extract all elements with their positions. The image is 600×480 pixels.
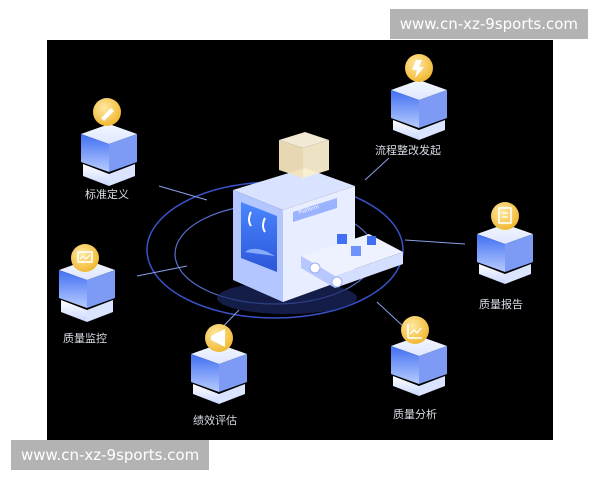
- node-label-quality-analysis: 质量分析: [393, 408, 437, 421]
- machine-screen-text: Platform: [298, 204, 320, 216]
- connectors: [136, 157, 466, 339]
- node-label-process-rectification: 流程整改发起: [375, 144, 441, 157]
- node-label-quality-monitoring: 质量监控: [63, 332, 107, 345]
- node-performance-evaluation: [191, 324, 247, 404]
- diagram-canvas: Platform: [59, 54, 533, 404]
- watermark-top: www.cn-xz-9sports.com: [389, 9, 588, 39]
- node-quality-monitoring: [59, 244, 115, 322]
- chart-icon: [401, 316, 429, 344]
- node-standard-definition: [81, 98, 137, 186]
- watermark-bottom: www.cn-xz-9sports.com: [11, 440, 210, 470]
- central-machine: Platform: [217, 132, 403, 314]
- document-icon: [491, 202, 519, 230]
- node-label-quality-report: 质量报告: [479, 298, 523, 311]
- diagram-panel: Platform: [47, 40, 553, 440]
- node-quality-analysis: [391, 316, 447, 396]
- node-label-performance-evaluation: 绩效评估: [193, 414, 237, 427]
- node-quality-report: [477, 202, 533, 284]
- node-label-standard-definition: 标准定义: [85, 188, 129, 201]
- node-process-rectification: [391, 54, 447, 140]
